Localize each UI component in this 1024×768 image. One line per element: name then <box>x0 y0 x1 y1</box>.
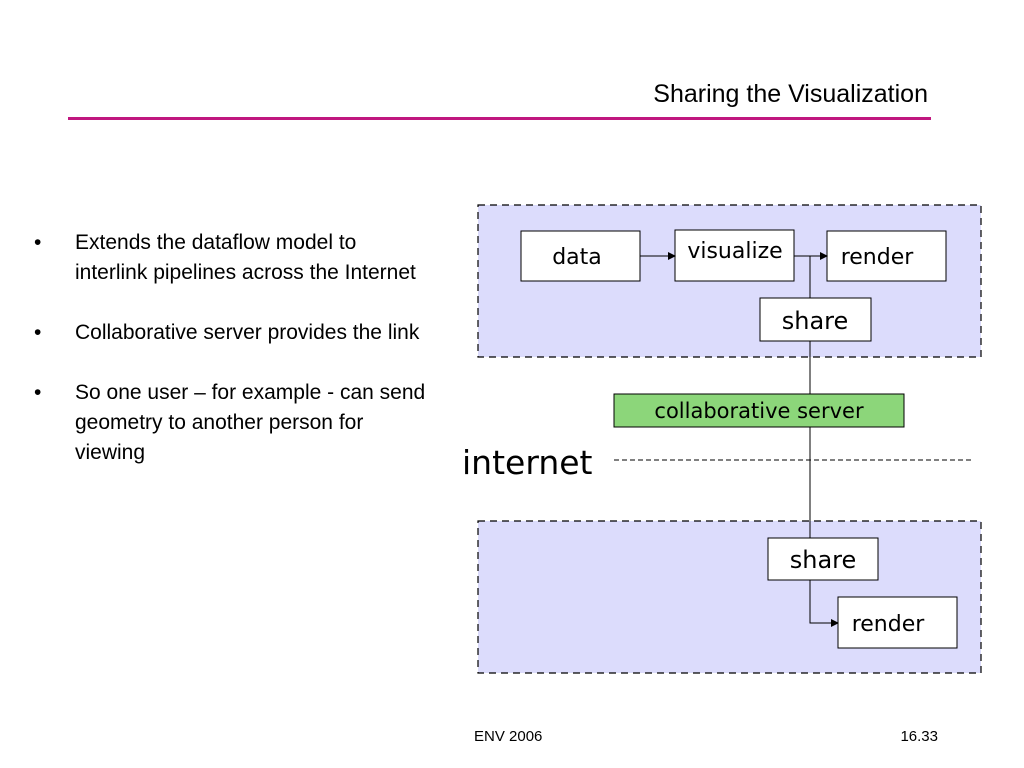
footer-event: ENV 2006 <box>474 728 543 745</box>
visualize-node-label: visualize <box>687 239 782 264</box>
share-node-bottom-label: share <box>790 546 857 574</box>
slide-title: Sharing the Visualization <box>653 80 928 108</box>
share-node-bottom <box>767 537 879 581</box>
bullet-text: So one user – for example - can send geo… <box>75 381 426 464</box>
render-node-bottom-label: render <box>852 612 926 637</box>
bullet-list: • Extends the dataflow model to interlin… <box>34 228 434 498</box>
render-node-label: render <box>841 245 915 270</box>
share-to-render-arrow <box>809 580 839 627</box>
visualize-node <box>674 229 795 282</box>
render-node-bottom <box>837 596 958 649</box>
title-underline <box>68 117 931 120</box>
collaborative-server-label: collaborative server <box>654 399 864 423</box>
bullet-marker: • <box>34 381 42 404</box>
bullet-marker: • <box>34 321 42 344</box>
internet-label: internet <box>462 443 593 482</box>
collaborative-server-box <box>613 393 905 428</box>
bullet-item: • Extends the dataflow model to interlin… <box>34 228 434 288</box>
bullet-item: • So one user – for example - can send g… <box>34 378 434 468</box>
footer-slide-number: 16.33 <box>900 728 938 745</box>
data-node <box>520 230 641 282</box>
data-node-label: data <box>552 245 602 270</box>
share-node-top <box>759 297 872 342</box>
bullet-text: Extends the dataflow model to interlink … <box>75 231 416 284</box>
bullet-item: • Collaborative server provides the link <box>34 318 434 348</box>
share-node-top-label: share <box>782 307 849 335</box>
bullet-marker: • <box>34 231 42 254</box>
bullet-text: Collaborative server provides the link <box>75 321 420 344</box>
render-node <box>826 230 947 282</box>
